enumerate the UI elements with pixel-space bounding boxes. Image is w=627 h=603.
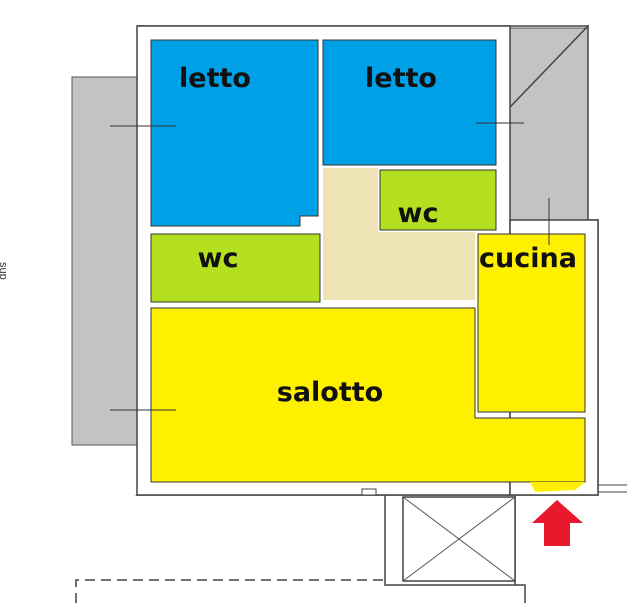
room-label: letto bbox=[179, 63, 251, 94]
entrance-floor bbox=[530, 482, 585, 492]
elevator-shaft bbox=[402, 496, 516, 582]
wall-detail bbox=[361, 488, 377, 496]
room-bathroom-2 bbox=[150, 233, 321, 303]
room-hallway bbox=[323, 168, 475, 300]
room-bathroom-1 bbox=[379, 169, 497, 231]
room-bedroom-1 bbox=[150, 39, 319, 227]
room-label: cucina bbox=[479, 243, 577, 274]
entrance-arrow-icon bbox=[532, 500, 583, 546]
side-text: sup bbox=[0, 262, 9, 280]
balcony-right bbox=[509, 27, 589, 221]
balcony-left bbox=[71, 76, 138, 446]
room-bedroom-2 bbox=[322, 39, 497, 166]
room-living-room bbox=[150, 307, 586, 483]
room-label: letto bbox=[365, 63, 437, 94]
dashed-boundary bbox=[75, 579, 385, 603]
room-kitchen bbox=[477, 233, 586, 413]
room-label: wc bbox=[398, 198, 439, 229]
room-label: salotto bbox=[277, 377, 383, 408]
room-label: wc bbox=[198, 243, 239, 274]
